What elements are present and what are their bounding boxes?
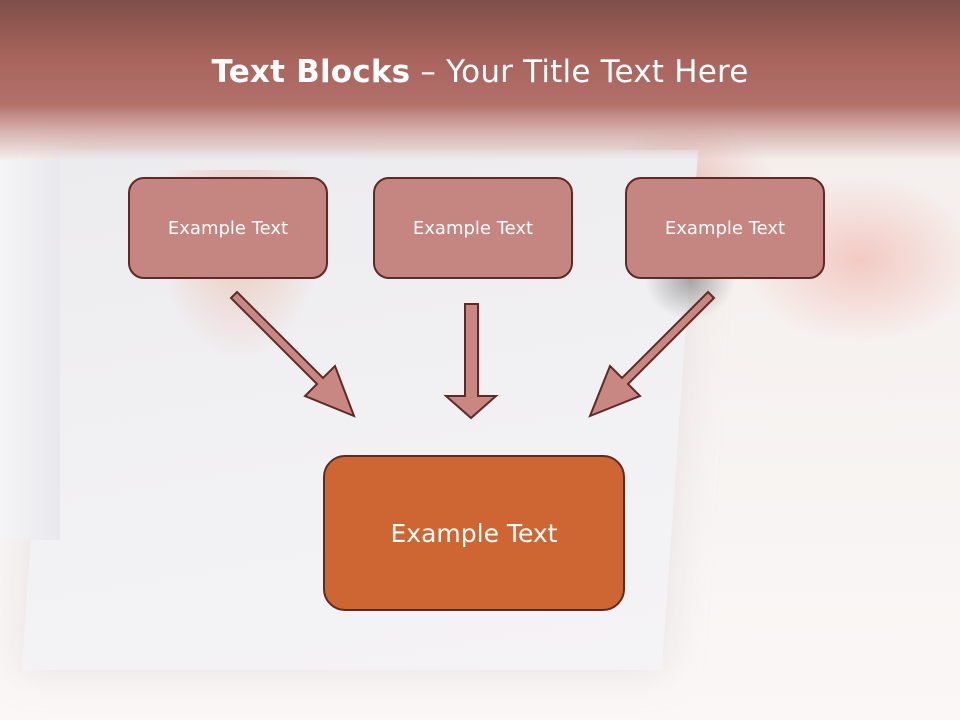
slide-title[interactable]: Text Blocks – Your Title Text Here [0,54,960,90]
title-separator: – [410,54,447,90]
background-card-fold [0,160,60,540]
arrow-left-diagonal[interactable] [229,290,356,418]
text-block-2[interactable]: Example Text [373,177,573,279]
text-block-1-label: Example Text [167,217,289,239]
text-block-3[interactable]: Example Text [625,177,825,279]
text-block-1[interactable]: Example Text [128,177,328,279]
title-regular-part: Your Title Text Here [446,54,749,90]
title-banner [0,0,960,160]
arrow-center-down[interactable] [443,303,499,420]
target-text-block[interactable]: Example Text [323,455,625,611]
arrow-right-diagonal[interactable] [588,290,716,418]
target-text-block-label: Example Text [390,518,558,548]
title-bold-part: Text Blocks [211,54,411,90]
text-block-2-label: Example Text [412,217,534,239]
text-block-3-label: Example Text [664,217,786,239]
